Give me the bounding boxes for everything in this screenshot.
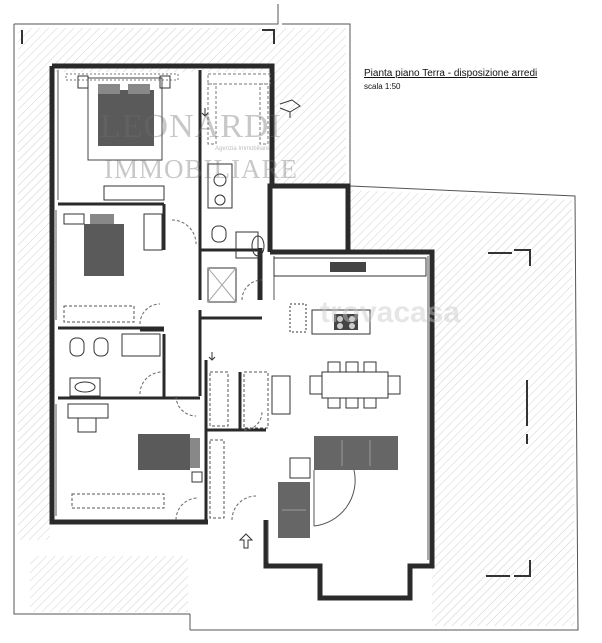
plan-scale: scala 1:50 — [364, 82, 401, 91]
patio-hatch — [18, 28, 575, 626]
site-boundary — [13, 4, 579, 631]
kitchen — [273, 257, 427, 335]
rug-arc — [313, 469, 356, 527]
bathroom-2 — [207, 163, 265, 303]
windows — [55, 70, 429, 562]
bedroom-2 — [63, 213, 163, 323]
entrance-arrow-icon — [238, 533, 254, 549]
bidet — [93, 337, 109, 357]
double-bed — [98, 90, 154, 146]
single-bed — [84, 224, 124, 276]
doors — [139, 219, 263, 521]
sofa-3-seat — [314, 436, 398, 470]
kitchen-counter — [273, 257, 427, 277]
toilet — [69, 337, 85, 357]
washer — [207, 163, 233, 209]
wardrobe-2 — [63, 305, 135, 323]
walls-right-wing — [263, 183, 435, 601]
door-arrows — [201, 108, 216, 361]
kitchen-island — [311, 309, 371, 335]
wardrobe-3 — [71, 493, 165, 509]
bathtub — [121, 333, 161, 357]
plan-title: Pianta piano Terra - disposizione arredi — [364, 68, 538, 79]
dining — [271, 361, 401, 415]
bedroom-3 — [67, 403, 203, 509]
closets — [209, 371, 269, 519]
side-table — [289, 457, 311, 479]
interior-walls — [58, 70, 266, 520]
bed-3 — [138, 434, 190, 470]
dresser — [103, 185, 165, 201]
shower — [207, 267, 237, 303]
annex-structure — [279, 99, 301, 118]
dining-table — [321, 371, 389, 399]
corner-markers — [21, 29, 531, 577]
walls-left-wing — [49, 63, 275, 525]
bathroom-1 — [69, 333, 161, 397]
sink-2 — [235, 231, 259, 259]
toilet-2 — [211, 225, 227, 243]
master-bedroom — [65, 73, 271, 201]
sink-1 — [69, 377, 101, 397]
living-room — [278, 436, 398, 538]
desk — [67, 403, 109, 419]
